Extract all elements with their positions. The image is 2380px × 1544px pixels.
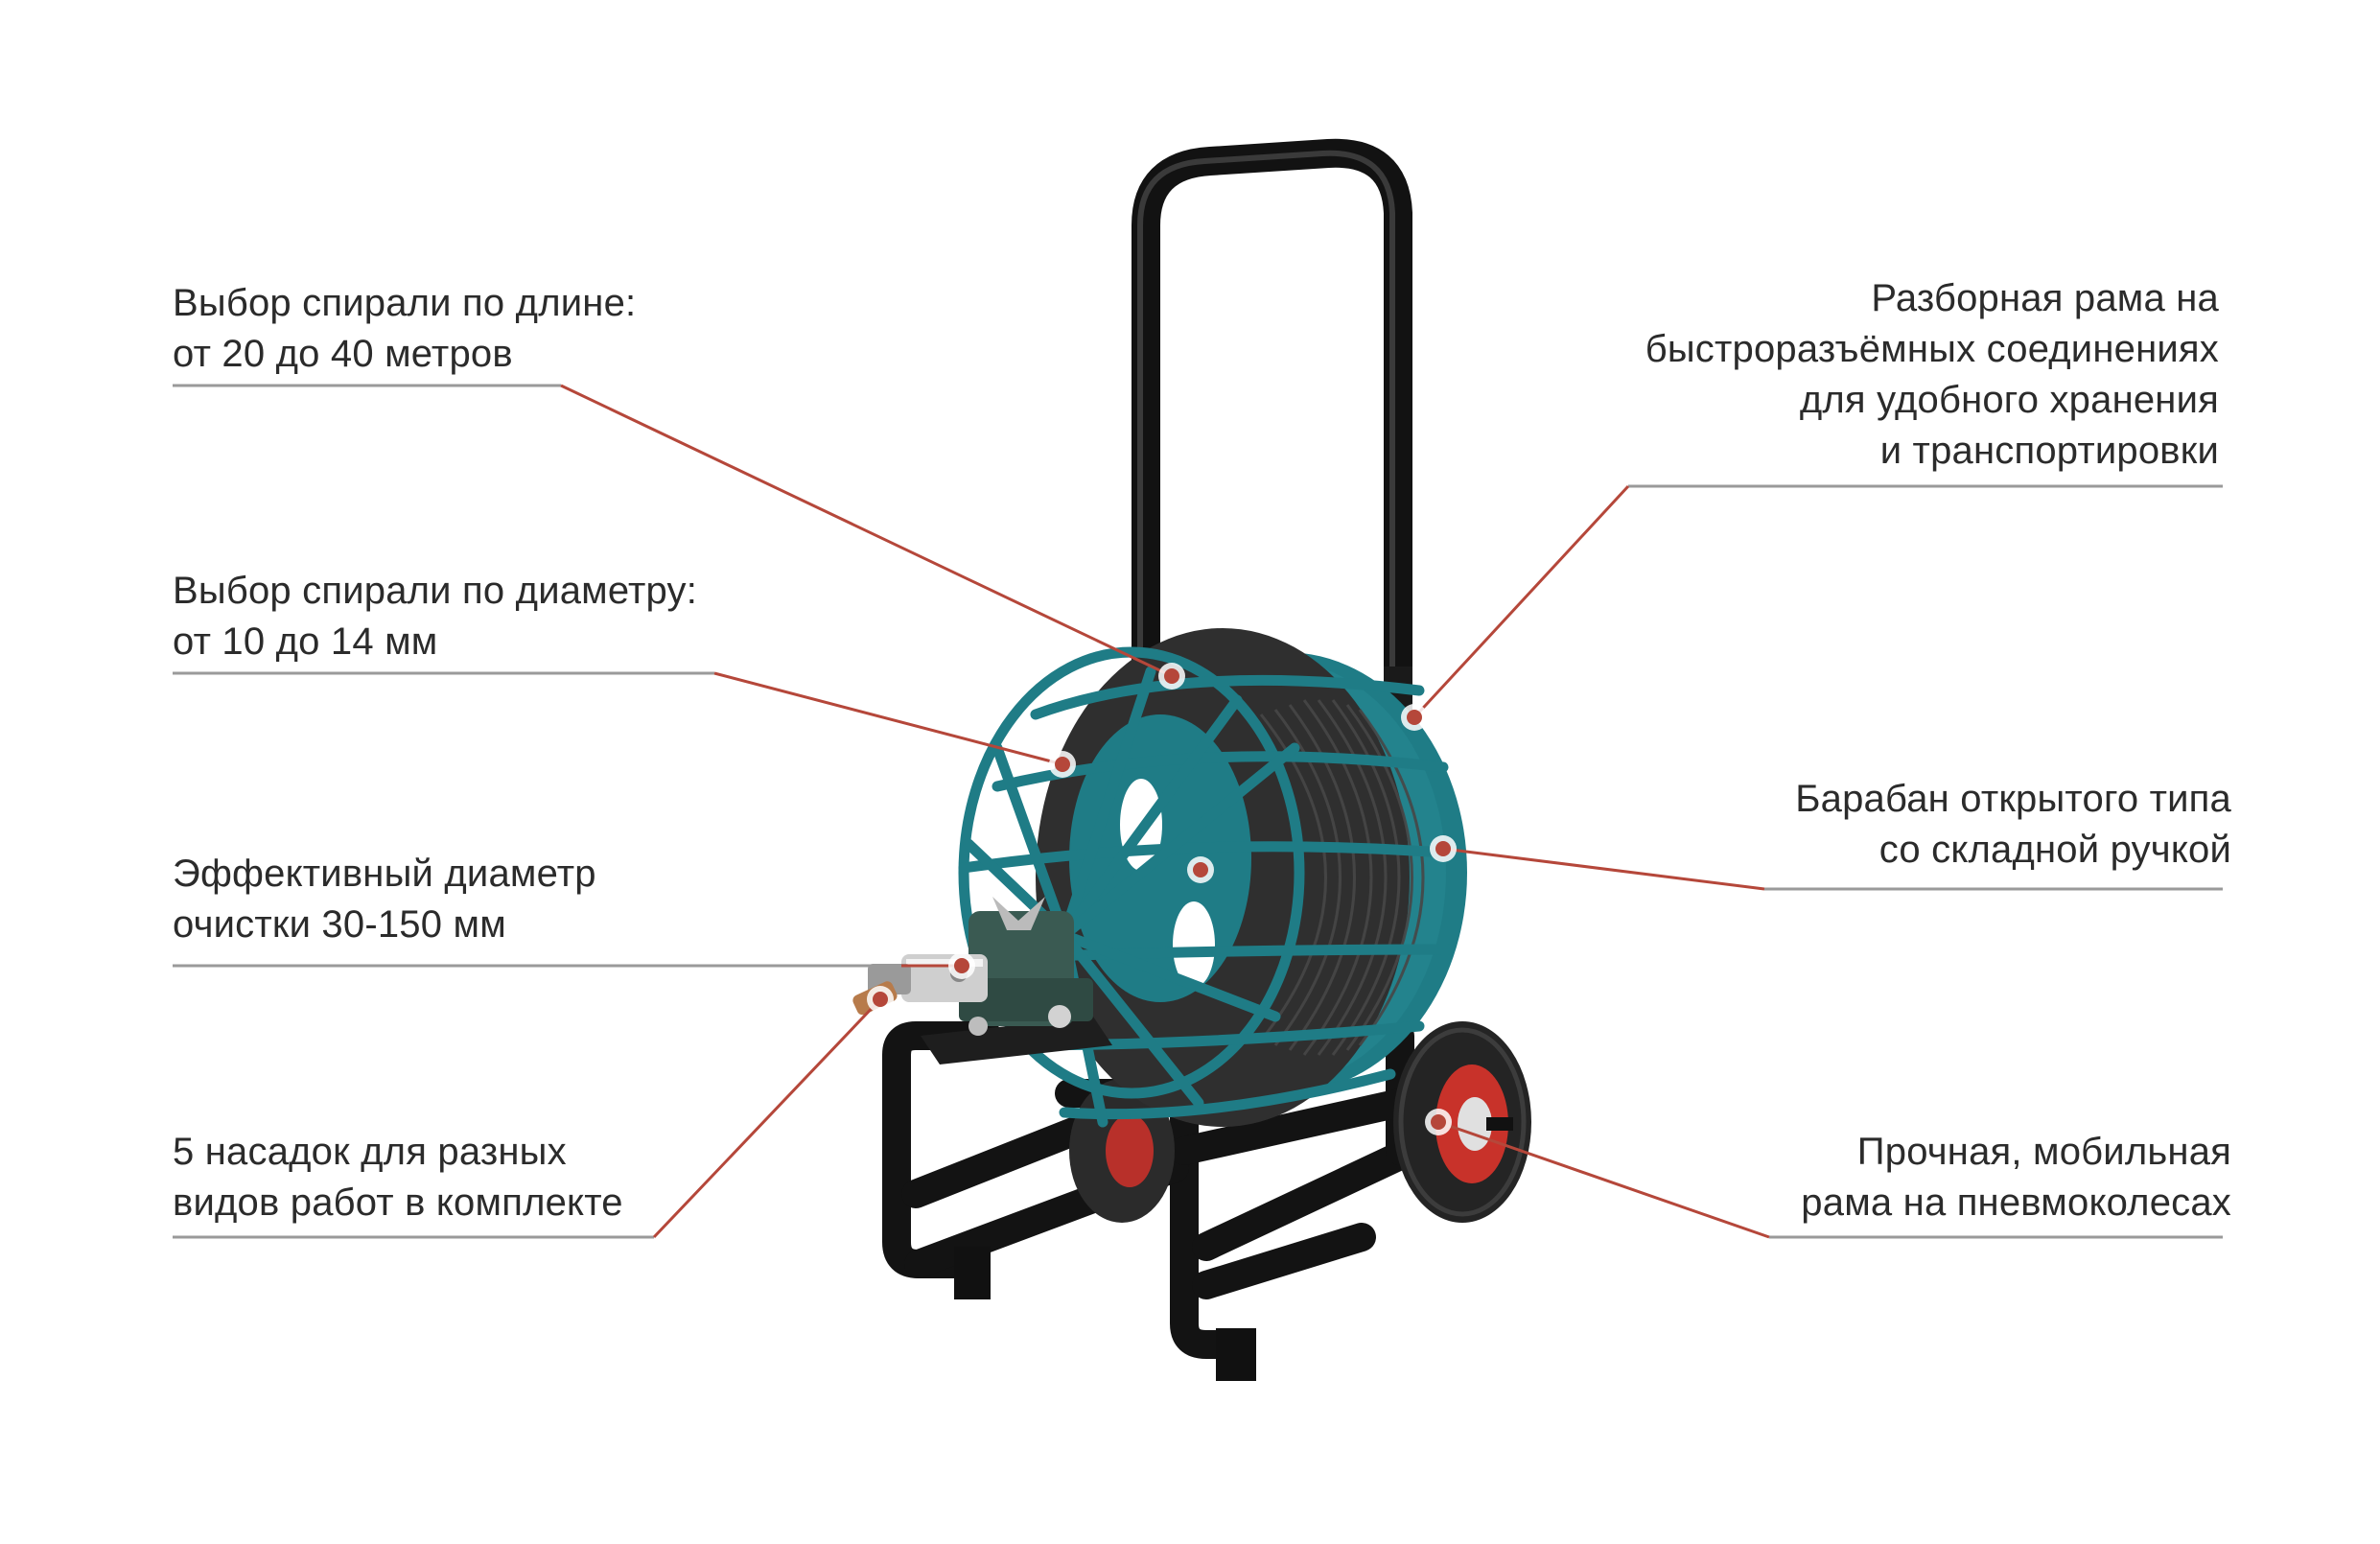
callout-line: очистки 30-150 мм: [173, 903, 506, 946]
drain-cleaner-machine: [852, 138, 1531, 1381]
leader-wheels: [1437, 1120, 1770, 1239]
callout-line: быстроразъёмных соединениях: [1645, 328, 2219, 370]
bearing-block: [921, 897, 1112, 1064]
marker-wheels: [1425, 1109, 1452, 1135]
leader-frame: [1412, 484, 1630, 719]
callout-line: для удобного хранения: [1799, 379, 2219, 421]
callout-line: рама на пневмоколесах: [1801, 1181, 2231, 1224]
marker-drum: [1430, 835, 1457, 862]
callout-line: Барабан открытого типа: [1795, 778, 2231, 820]
leader-nozzles: [652, 997, 882, 1239]
cart-foot-front: [1216, 1328, 1256, 1381]
callout-nozzles: 5 насадок для разных видов работ в компл…: [173, 1127, 623, 1228]
callout-line: видов работ в комплекте: [173, 1181, 623, 1224]
callout-line: 5 насадок для разных: [173, 1131, 567, 1173]
marker-clean: [948, 952, 975, 979]
annotation-lines: [173, 384, 2223, 1239]
wheel-front: [1393, 1021, 1531, 1223]
marker-core: [1187, 856, 1214, 883]
callout-collapsible-frame: Разборная рама на быстроразъёмных соедин…: [1645, 273, 2219, 477]
callout-line: Прочная, мобильная: [1856, 1131, 2231, 1173]
callout-line: и транспортировки: [1879, 430, 2219, 472]
callout-line: Выбор спирали по диаметру:: [173, 570, 698, 612]
callout-line: от 10 до 14 мм: [173, 620, 438, 663]
callout-line: Эффективный диаметр: [173, 853, 596, 895]
callout-open-drum: Барабан открытого типа со складной ручко…: [1795, 774, 2231, 876]
callout-line: от 20 до 40 метров: [173, 333, 513, 375]
cart-foot-left: [954, 1247, 991, 1299]
folding-handle: [1132, 138, 1412, 743]
leader-drum: [1442, 847, 1765, 891]
callout-line: Выбор спирали по длине:: [173, 282, 637, 324]
callout-spiral-length: Выбор спирали по длине: от 20 до 40 метр…: [173, 278, 636, 380]
marker-diameter: [1049, 751, 1076, 778]
leader-length: [560, 384, 1173, 678]
marker-length: [1158, 663, 1185, 690]
callout-cleaning-diameter: Эффективный диаметр очистки 30-150 мм: [173, 849, 596, 950]
marker-nozzles: [867, 986, 894, 1013]
marker-frame: [1401, 704, 1428, 731]
annotation-markers: [867, 663, 1457, 1135]
callout-line: Разборная рама на: [1871, 277, 2219, 319]
callout-spiral-diameter: Выбор спирали по диаметру: от 10 до 14 м…: [173, 566, 697, 667]
callout-pneumatic-wheels: Прочная, мобильная рама на пневмоколесах: [1801, 1127, 2231, 1228]
leader-diameter: [713, 671, 1063, 766]
callout-line: со складной ручкой: [1878, 829, 2231, 871]
